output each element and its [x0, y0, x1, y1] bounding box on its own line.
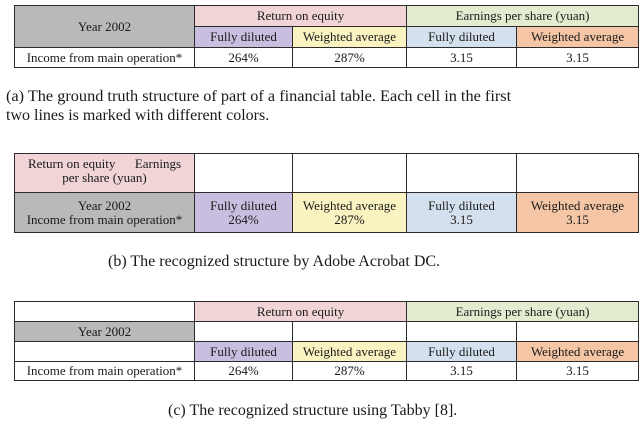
c4-label: Weighted average: [530, 197, 625, 213]
cell-value-4: 3.15: [516, 361, 640, 381]
cell-empty-2: [292, 153, 407, 193]
table-c-tabby: Return on equity Earnings per share (yua…: [14, 301, 640, 381]
cell-fully-diluted-roe: Fully diluted: [194, 341, 293, 362]
cell-value-3: 3.15: [406, 47, 518, 68]
merged-header-line1: Return on equity Earnings: [27, 156, 182, 171]
c4-value: 3.15: [566, 211, 589, 227]
c2-label: Weighted average: [302, 197, 397, 213]
cell-fully-diluted-eps: Fully diluted: [406, 341, 518, 362]
cell-eps-header: Earnings per share (yuan): [406, 301, 640, 322]
cell-empty-1: [194, 153, 293, 193]
caption-c: (c) The recognized structure using Tabby…: [168, 402, 458, 419]
c1-value: 264%: [228, 211, 259, 227]
row-label-text: Income from main operation*: [26, 211, 183, 227]
cell-weighted-avg-roe: Weighted average: [291, 26, 408, 48]
cell-value-4: 3.15: [516, 47, 640, 68]
cell-row-label: Income from main operation*: [14, 361, 195, 381]
cell-weighted-avg-eps: Weighted average: [516, 26, 640, 48]
year-text: Year 2002: [77, 197, 132, 213]
cell-weighted-avg-roe: Weighted average: [291, 341, 408, 362]
cell-value-2: 287%: [291, 47, 408, 68]
caption-a-line1: (a) The ground truth structure of part o…: [6, 86, 512, 105]
cell-empty-b: [291, 321, 408, 342]
merged-header-line2: per share (yuan): [62, 170, 147, 185]
cell-weighted-avg-2: Weighted average 3.15: [516, 192, 639, 233]
cell-value-1: 264%: [194, 361, 293, 381]
cell-empty-e: [14, 341, 195, 362]
c3-value: 3.15: [450, 211, 473, 227]
caption-a-line2: two lines is marked with different color…: [6, 107, 270, 124]
cell-value-3: 3.15: [406, 361, 518, 381]
cell-merged-header: Return on equity Earnings per share (yua…: [14, 153, 195, 193]
cell-weighted-avg-eps: Weighted average: [516, 341, 640, 362]
cell-year-header: Year 2002: [14, 5, 195, 48]
c3-label: Fully diluted: [428, 197, 495, 213]
table-b-adobe: Return on equity Earnings per share (yua…: [14, 153, 639, 233]
cell-fully-diluted-2: Fully diluted 3.15: [406, 192, 517, 233]
cell-empty-top-left: [14, 301, 195, 322]
cell-fully-diluted-eps: Fully diluted: [406, 26, 518, 48]
cell-roe-header: Return on equity: [193, 301, 408, 322]
cell-empty-c: [406, 321, 518, 342]
cell-row-label: Income from main operation*: [14, 47, 195, 68]
cell-weighted-avg-1: Weighted average 287%: [292, 192, 407, 233]
cell-value-2: 287%: [291, 361, 408, 381]
cell-empty-4: [516, 153, 639, 193]
cell-empty-d: [516, 321, 640, 342]
cell-fully-diluted-roe: Fully diluted: [194, 26, 293, 48]
c2-value: 287%: [334, 211, 365, 227]
cell-empty-a: [194, 321, 293, 342]
table-a-ground-truth: Year 2002 Return on equity Earnings per …: [14, 5, 640, 68]
cell-empty-3: [406, 153, 517, 193]
cell-year-header: Year 2002: [14, 321, 195, 342]
cell-year-label: Year 2002 Income from main operation*: [14, 192, 195, 233]
cell-value-1: 264%: [194, 47, 293, 68]
c1-label: Fully diluted: [210, 197, 277, 213]
caption-b: (b) The recognized structure by Adobe Ac…: [108, 253, 441, 270]
cell-roe-header: Return on equity: [193, 5, 408, 27]
cell-eps-header: Earnings per share (yuan): [406, 5, 640, 27]
cell-fully-diluted-1: Fully diluted 264%: [194, 192, 293, 233]
